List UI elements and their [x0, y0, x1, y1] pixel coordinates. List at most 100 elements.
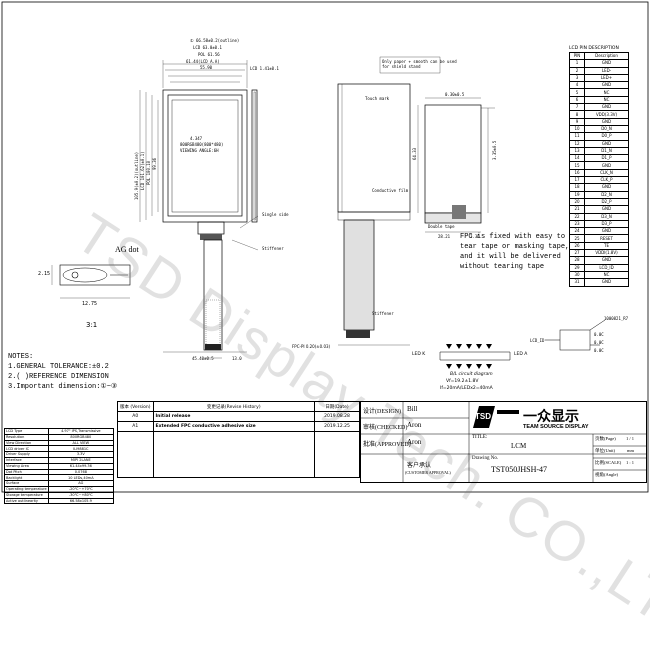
- pin-description: CLK_N: [584, 168, 629, 178]
- pin-description: GND: [584, 227, 629, 236]
- side-view: [337, 56, 495, 346]
- pin-number: 5: [569, 88, 585, 97]
- svg-text:99.36: 99.36: [152, 157, 157, 170]
- pin-description: GND: [584, 183, 629, 192]
- pin-number: 11: [569, 132, 585, 141]
- pin-number: 31: [569, 278, 585, 287]
- pin-description: NC: [584, 88, 629, 97]
- fpc-note-line: and it will be delivered: [460, 253, 561, 261]
- pin-number: 8: [569, 110, 585, 119]
- approve-name: Aron: [407, 438, 422, 446]
- spec-key: Storage temperature: [4, 491, 49, 499]
- title-block-grid: [361, 402, 646, 482]
- table-row: A1 Extended FPC conductive adhesive size…: [117, 421, 360, 432]
- rev-header-date: 日期(Date): [314, 401, 360, 412]
- pin-number: 30: [569, 270, 585, 280]
- company-cn: 一众显示: [523, 408, 579, 424]
- led-a-label: LED A: [514, 352, 528, 357]
- scale-value: 1 : 1: [626, 460, 635, 465]
- front-view: [139, 60, 259, 359]
- pin-number: 28: [569, 256, 585, 265]
- svg-text:64.33: 64.33: [412, 147, 417, 160]
- spec-key: Active outlinearity: [4, 497, 49, 505]
- svg-text:VIEWING ANGLE:6H: VIEWING ANGLE:6H: [180, 148, 219, 153]
- pin-number: 7: [569, 103, 585, 112]
- pin-description: TE: [584, 241, 629, 251]
- pin-number: 24: [569, 227, 585, 236]
- svg-text:LCD 1.41±0.1: LCD 1.41±0.1: [250, 66, 279, 71]
- pin-description: D0_P: [584, 132, 629, 141]
- rev-version: A1: [117, 421, 154, 432]
- svg-text:0.0C: 0.0C: [594, 332, 604, 337]
- rev-date: 2019.12.25: [314, 421, 360, 432]
- tsd-logo-icon: [473, 406, 519, 428]
- rev-header-history: 变更记录(Revise History): [152, 401, 315, 412]
- pin-number: 16: [569, 168, 585, 178]
- pin-number: 21: [569, 205, 585, 214]
- pin-number: 10: [569, 124, 585, 134]
- pin-description: CLK_P: [584, 176, 629, 185]
- svg-text:POL 100.10: POL 100.10: [146, 160, 151, 185]
- bl-circuit-title: B/L circuit diagram: [450, 372, 493, 377]
- svg-text:45.40±0.5: 45.40±0.5: [192, 356, 214, 361]
- backlight-circuit: [439, 351, 511, 361]
- note-item: 3.Important dimension:①~③: [8, 383, 118, 391]
- svg-text:Conductive film: Conductive film: [372, 188, 409, 193]
- pin-description: NC: [584, 270, 629, 280]
- pin-description: NC: [584, 95, 629, 105]
- rev-desc: Extended FPC conductive adhesive size: [152, 421, 315, 432]
- page-value: 1 / 1: [626, 436, 635, 441]
- notes-title: NOTES:: [8, 353, 34, 361]
- pin-description: RESET: [584, 234, 629, 243]
- pin-description: D2_P: [584, 197, 629, 207]
- pin-description: GND: [584, 278, 629, 287]
- drawing-label: Drawing No.: [472, 456, 499, 461]
- pin-description: VDD(3.3V): [584, 110, 629, 119]
- svg-text:800RGB480(800*480): 800RGB480(800*480): [180, 142, 223, 147]
- pin-description: GND: [584, 59, 629, 68]
- fpc-pi-label: FPC-PI 0.20(±0.03): [292, 344, 331, 349]
- pin-number: 17: [569, 176, 585, 185]
- svg-text:LCD 63.0±0.1: LCD 63.0±0.1: [193, 45, 222, 50]
- note-item: 2.( )REFERENCE DIMENSION: [8, 373, 109, 381]
- pin-description: GND: [584, 81, 629, 90]
- svg-text:55.90: 55.90: [200, 65, 213, 70]
- svg-text:12.75: 12.75: [82, 301, 97, 307]
- svg-text:Single side: Single side: [262, 212, 289, 217]
- svg-text:Touch mark: Touch mark: [365, 96, 390, 101]
- table-row: A0 Initial release 2019.08.28: [117, 411, 360, 422]
- rev-date: 2019.08.28: [314, 411, 360, 422]
- design-label: 设计(DESIGN): [363, 409, 401, 415]
- pin-description: D3_P: [584, 219, 629, 229]
- svg-text:3.35±0.5: 3.35±0.5: [492, 140, 497, 160]
- svg-text:Stiffener: Stiffener: [262, 246, 284, 251]
- pin-description: D1_P: [584, 154, 629, 163]
- pin-number: 12: [569, 139, 585, 148]
- note-item: 1.GENERAL TOLERANCE:±0.2: [8, 363, 109, 371]
- pin-number: 1: [569, 59, 585, 68]
- pin-description: GND: [584, 161, 629, 170]
- bl-spec-vf: Vf=19.2±1.8V: [446, 379, 479, 384]
- svg-text:Stiffener: Stiffener: [372, 311, 394, 316]
- rev-desc: Initial release: [152, 411, 315, 422]
- svg-text:1000821_R7: 1000821_R7: [604, 316, 629, 321]
- scale-label: 比例(SCALE): [595, 460, 622, 465]
